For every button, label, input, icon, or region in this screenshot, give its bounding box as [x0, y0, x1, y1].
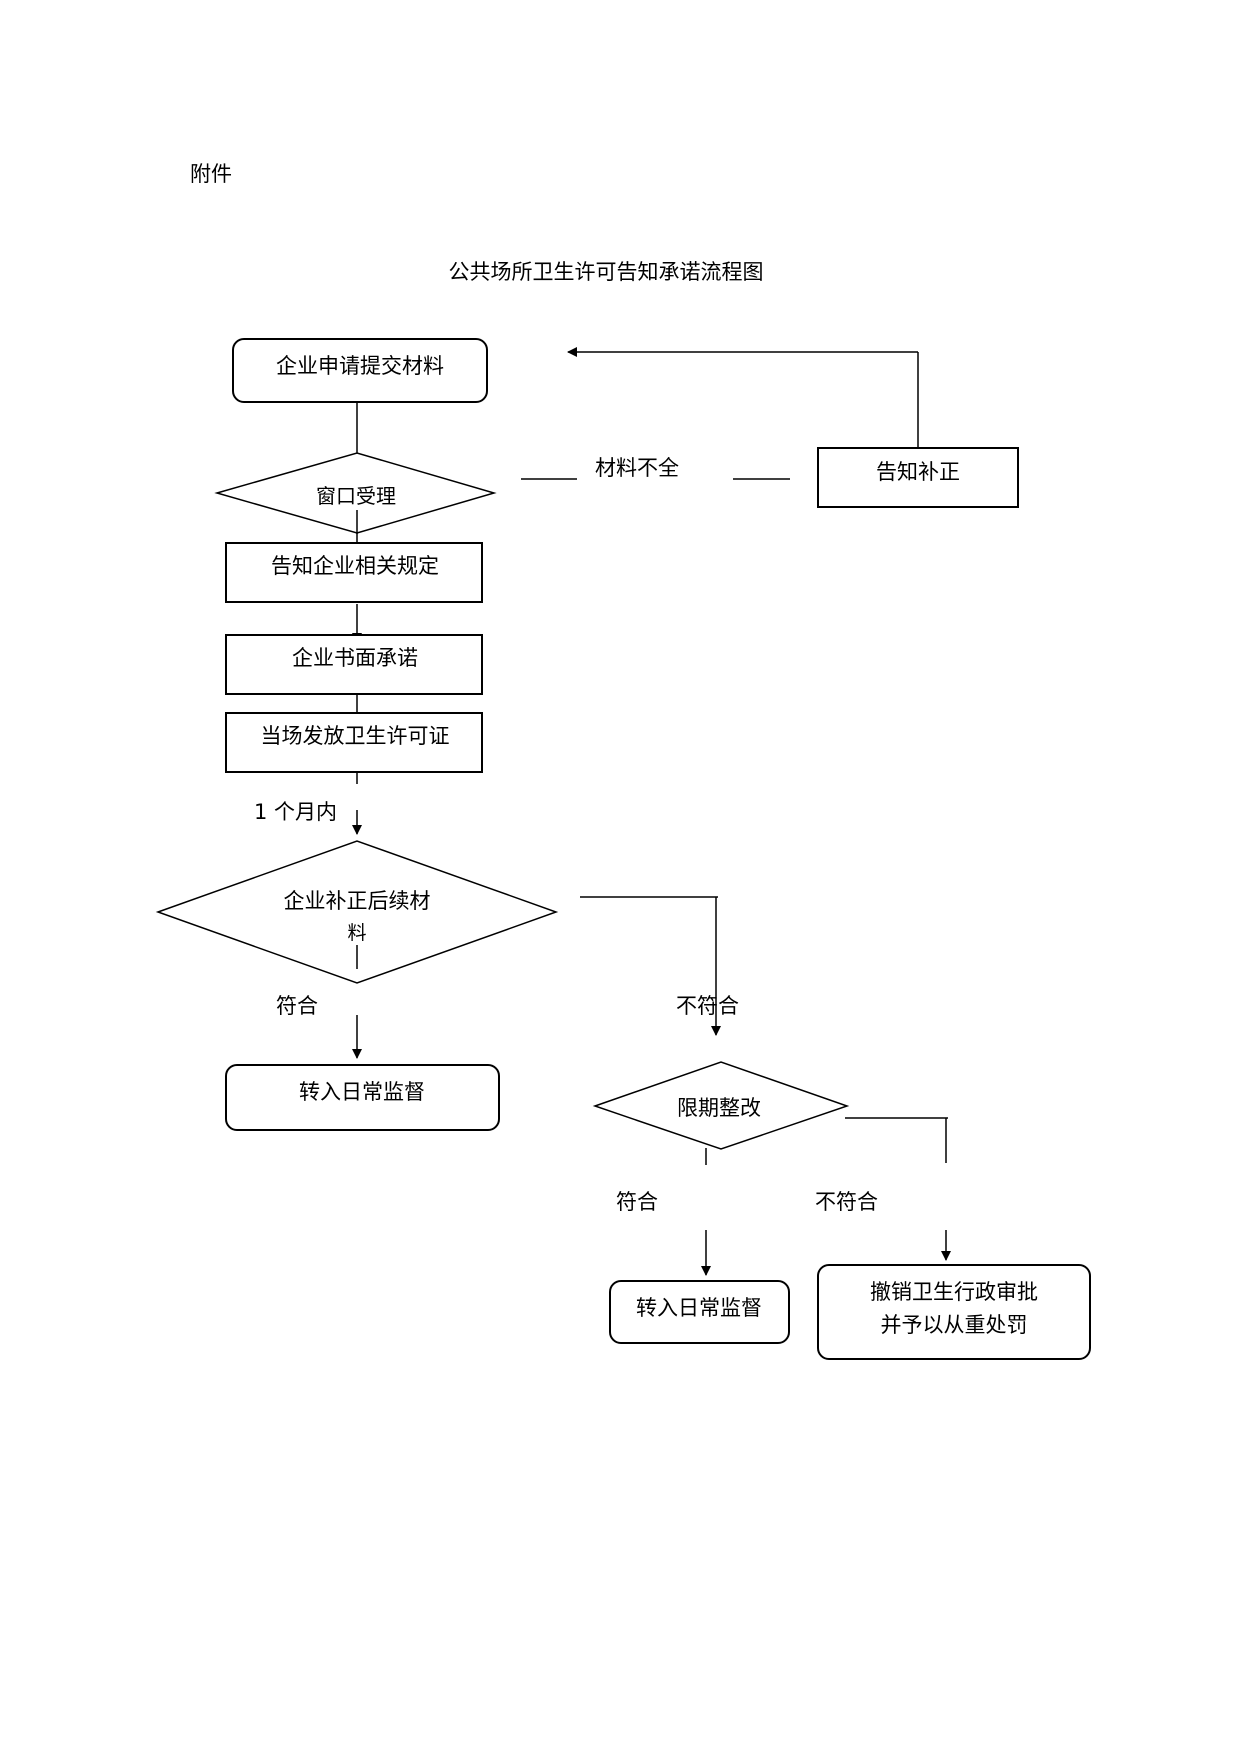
revoke-node-label-1: 撤销卫生行政审批 — [870, 1280, 1038, 1304]
notify-rules-node-label: 告知企业相关规定 — [271, 554, 439, 578]
pass-label-2: 符合 — [616, 1190, 658, 1214]
submit-node — [232, 338, 488, 403]
fail-label-1: 不符合 — [676, 994, 739, 1018]
incomplete-label: 材料不全 — [595, 456, 679, 480]
notify-rules-node — [225, 542, 483, 603]
supplement-diamond — [155, 840, 559, 984]
submit-node-label: 企业申请提交材料 — [276, 354, 444, 378]
written-promise-node-label: 企业书面承诺 — [292, 646, 418, 670]
within-month-label: 1 个月内 — [254, 800, 338, 824]
window-node-label: 窗口受理 — [316, 484, 396, 508]
written-promise-node — [225, 634, 483, 695]
notify-correct-node-label: 告知补正 — [876, 460, 960, 484]
revoke-node — [817, 1264, 1091, 1360]
page-title: 公共场所卫生许可告知承诺流程图 — [448, 260, 764, 284]
daily-supervision-node-2-label: 转入日常监督 — [636, 1296, 762, 1320]
attachment-label: 附件 — [190, 162, 232, 186]
window-diamond — [214, 452, 497, 534]
rectify-node-label: 限期整改 — [677, 1096, 761, 1120]
daily-supervision-node-1 — [225, 1064, 500, 1131]
supplement-node-label-2: 料 — [347, 922, 367, 944]
rectify-diamond — [592, 1061, 850, 1150]
issue-license-node — [225, 712, 483, 773]
daily-supervision-node-1-label: 转入日常监督 — [299, 1080, 425, 1104]
fail-label-2: 不符合 — [815, 1190, 878, 1214]
supplement-node-label-1: 企业补正后续材 — [283, 889, 431, 913]
pass-label-1: 符合 — [276, 994, 318, 1018]
issue-license-node-label: 当场发放卫生许可证 — [260, 724, 450, 748]
daily-supervision-node-2 — [609, 1280, 790, 1344]
revoke-node-label-2: 并予以从重处罚 — [880, 1313, 1028, 1337]
notify-correct-node — [817, 447, 1019, 508]
